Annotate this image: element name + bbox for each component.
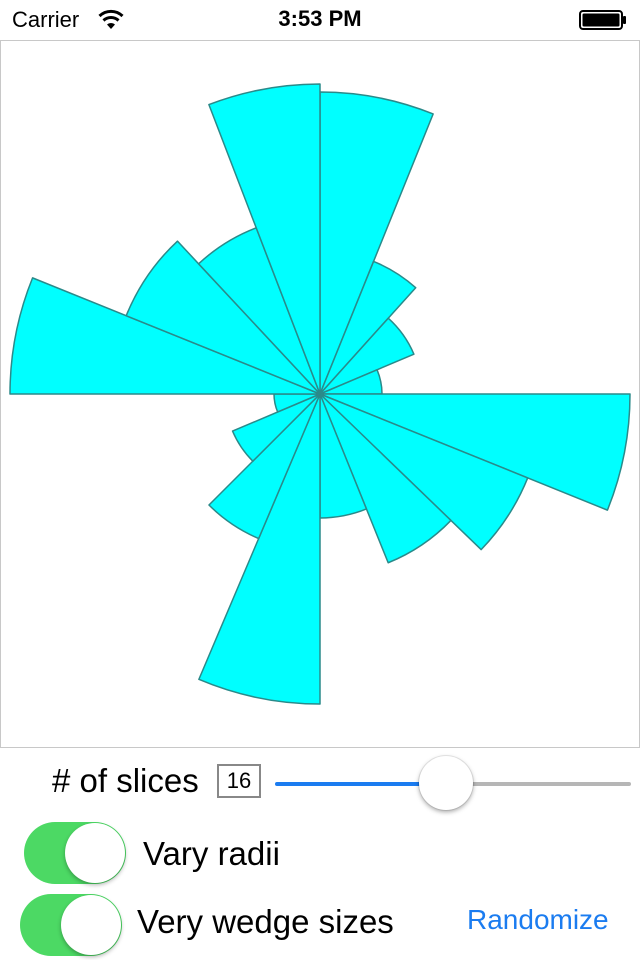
chart-slice-10 xyxy=(208,393,321,540)
carrier-label: Carrier xyxy=(12,7,80,32)
chart-slice-7 xyxy=(319,393,452,564)
slider-thumb[interactable] xyxy=(418,756,473,810)
chart-frame xyxy=(0,40,640,748)
vary-radii-toggle[interactable] xyxy=(24,822,126,884)
polar-area-chart xyxy=(9,83,631,705)
wifi-icon xyxy=(98,9,124,29)
slices-label: # of slices xyxy=(52,762,199,799)
chart-slice-1 xyxy=(319,91,434,395)
status-bar: Carrier 3:53 PM xyxy=(0,0,640,40)
slider-track-remaining xyxy=(445,782,631,786)
chart-slice-3 xyxy=(319,317,415,395)
vary-wedge-sizes-toggle[interactable] xyxy=(20,894,122,956)
chart-slice-16 xyxy=(208,83,321,395)
chart-slice-9 xyxy=(198,393,321,705)
chart-slice-2 xyxy=(319,260,417,395)
vary-radii-label: Vary radii xyxy=(143,835,280,872)
slices-slider[interactable] xyxy=(275,756,631,812)
chart-slice-14 xyxy=(125,240,321,395)
status-time: 3:53 PM xyxy=(278,6,362,31)
chart-slice-6 xyxy=(319,393,529,551)
chart-slice-13 xyxy=(9,277,321,395)
battery-icon xyxy=(579,10,626,30)
chart-slice-5 xyxy=(319,393,631,511)
slider-track-filled xyxy=(275,782,446,786)
vary-wedge-sizes-label: Very wedge sizes xyxy=(137,903,394,940)
toggle-knob xyxy=(65,823,125,883)
randomize-button[interactable]: Randomize xyxy=(467,904,609,935)
chart-slice-11 xyxy=(231,393,321,462)
toggle-knob xyxy=(61,895,121,955)
slices-count-field[interactable]: 16 xyxy=(217,764,261,798)
